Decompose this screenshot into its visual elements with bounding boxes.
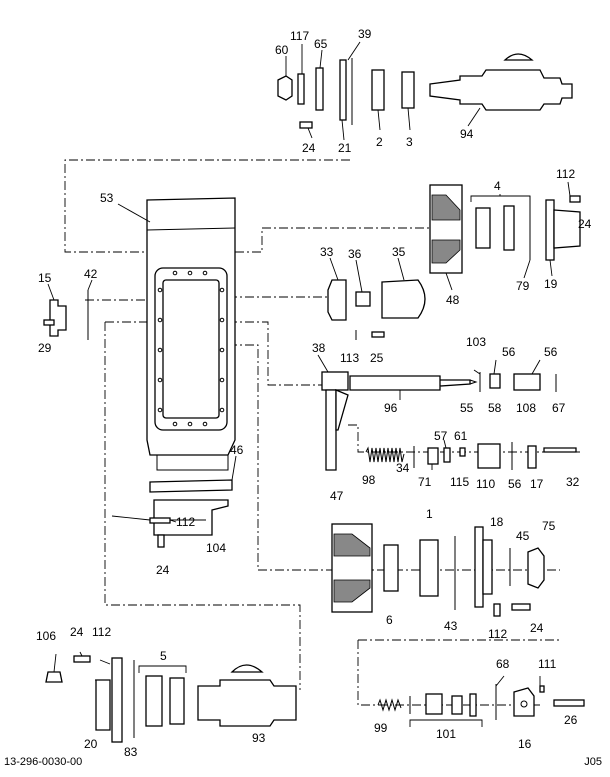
callout-24-right: 24 (578, 217, 592, 231)
callout-17: 17 (530, 477, 544, 491)
callout-99: 99 (374, 721, 388, 735)
callout-56-a: 56 (502, 345, 516, 359)
callout-75: 75 (542, 519, 556, 533)
output-flange-group (45, 655, 297, 743)
callout-96: 96 (384, 401, 398, 415)
callout-33: 33 (320, 245, 334, 259)
callout-21: 21 (338, 141, 352, 155)
callout-112-lower: 112 (488, 627, 507, 641)
callout-20: 20 (84, 737, 98, 751)
callout-71: 71 (418, 475, 432, 489)
shift-fork-group (321, 371, 557, 471)
callout-24-top: 24 (302, 141, 316, 155)
callout-1: 1 (426, 507, 433, 521)
callout-48: 48 (446, 293, 460, 307)
top-shaft-group (277, 53, 573, 129)
callout-35: 35 (392, 245, 406, 259)
callout-115: 115 (450, 475, 469, 489)
callout-93: 93 (252, 731, 266, 745)
callout-53: 53 (100, 191, 114, 205)
callout-108: 108 (516, 401, 536, 415)
callout-47: 47 (330, 489, 344, 503)
leader-lines (47, 41, 571, 727)
callout-112-right: 112 (556, 167, 575, 181)
callout-19: 19 (544, 277, 558, 291)
callout-111: 111 (538, 657, 557, 671)
callout-103: 103 (466, 335, 486, 349)
callout-15: 15 (38, 271, 52, 285)
callout-110: 110 (476, 477, 495, 491)
callout-65: 65 (314, 37, 328, 51)
callout-58: 58 (488, 401, 502, 415)
callout-112-bottom: 112 (92, 625, 111, 639)
callout-43: 43 (444, 619, 458, 633)
callout-26: 26 (564, 713, 578, 727)
callout-68: 68 (496, 657, 510, 671)
callout-24-cover: 24 (156, 563, 170, 577)
callout-25: 25 (370, 351, 384, 365)
callout-36: 36 (348, 247, 362, 261)
lower-cover-group (149, 479, 233, 548)
assembly-lines (64, 159, 580, 706)
callout-45: 45 (516, 529, 530, 543)
callout-3: 3 (406, 135, 413, 149)
sheet-code: J05 (584, 756, 602, 768)
callout-42: 42 (84, 267, 98, 281)
right-bearing-group (429, 184, 581, 274)
lower-bearing-group (331, 523, 545, 617)
callout-24-lower: 24 (530, 621, 544, 635)
callout-83: 83 (124, 745, 138, 759)
callout-6: 6 (386, 613, 393, 627)
housing-53 (146, 197, 236, 471)
callout-34: 34 (396, 461, 410, 475)
callout-55: 55 (460, 401, 474, 415)
callout-2: 2 (376, 135, 383, 149)
callout-38: 38 (312, 341, 326, 355)
drawing-number: 13-296-0030-00 (4, 756, 83, 768)
left-cap-group (43, 290, 89, 340)
callout-94: 94 (460, 127, 474, 141)
callout-4: 4 (494, 179, 501, 193)
callout-67: 67 (552, 401, 566, 415)
callout-57: 57 (434, 429, 448, 443)
callout-79: 79 (516, 279, 530, 293)
detent-row (365, 442, 577, 470)
callout-24-bottom: 24 (70, 625, 84, 639)
callout-117: 117 (290, 29, 309, 43)
callout-labels: 60 117 65 39 2 3 94 24 21 53 4 112 24 79… (36, 27, 592, 759)
callout-16: 16 (518, 737, 532, 751)
callout-5: 5 (160, 649, 167, 663)
callout-39: 39 (358, 27, 372, 41)
callout-32: 32 (566, 475, 580, 489)
bottom-detent-group (377, 684, 585, 720)
callout-112-cover: 112 (176, 515, 195, 529)
callout-56-b: 56 (544, 345, 558, 359)
callout-46: 46 (230, 443, 244, 457)
cylinder-group (327, 279, 426, 340)
callout-106: 106 (36, 629, 56, 643)
callout-60: 60 (275, 43, 289, 57)
callout-29: 29 (38, 341, 52, 355)
callout-18: 18 (490, 515, 504, 529)
callout-101: 101 (436, 727, 456, 741)
callout-104: 104 (206, 541, 226, 555)
callout-113: 113 (340, 351, 359, 365)
callout-56-c: 56 (508, 477, 522, 491)
callout-61: 61 (454, 429, 468, 443)
callout-98: 98 (362, 473, 376, 487)
